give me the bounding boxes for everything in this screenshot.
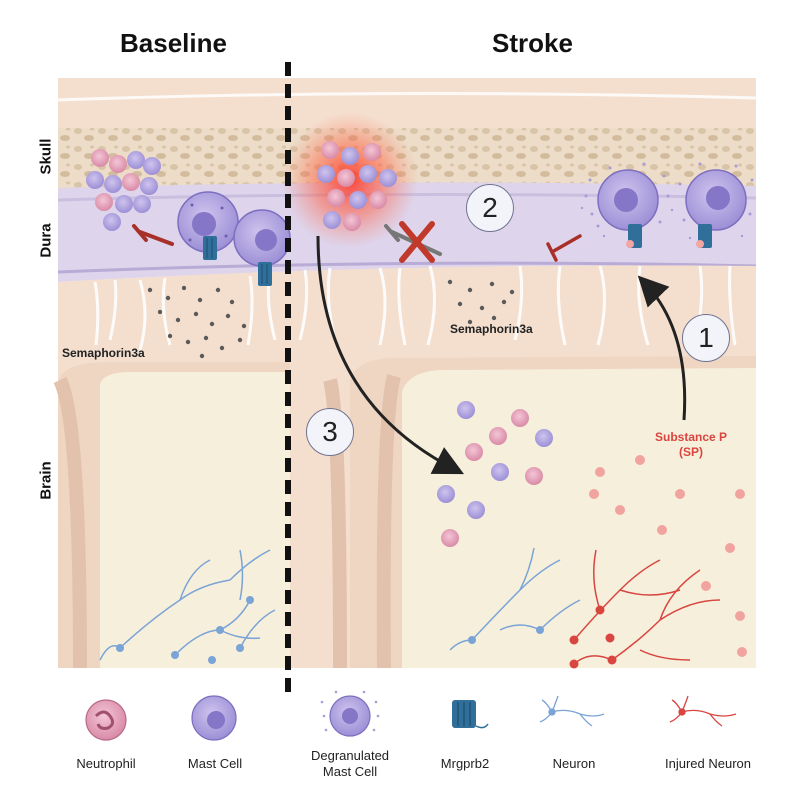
semaphorin-dots-right bbox=[447, 279, 515, 325]
stroke-healthy-neuron-bodies bbox=[468, 626, 544, 644]
legend-label-mrgprb2-line1: Mrgprb2 bbox=[440, 756, 490, 771]
neutrophil-icon bbox=[85, 699, 127, 741]
inhibition-symbol-baseline bbox=[132, 224, 174, 246]
legend-label-neuron-line1: Neuron bbox=[552, 756, 596, 771]
legend-label-injured-neuron: Injured Neuron bbox=[643, 756, 773, 772]
arrow-step-1 bbox=[637, 275, 687, 421]
degranulated-mast-cell-2 bbox=[678, 162, 754, 248]
step-3-badge: 3 bbox=[306, 408, 354, 456]
step-2-badge: 2 bbox=[466, 184, 514, 232]
legend-label-degranulated-line1: Degranulated bbox=[310, 748, 390, 763]
arachnoid-trabeculae bbox=[93, 265, 737, 351]
substance-p-label: Substance P (SP) bbox=[636, 430, 746, 460]
injured-neuron-icon bbox=[669, 695, 737, 727]
degranulated-mast-cell-icon bbox=[320, 690, 380, 737]
legend-label-degranulated-line2: Mast Cell bbox=[322, 764, 378, 779]
legend-label-neuron: Neuron bbox=[509, 756, 639, 772]
semaphorin-dots-left bbox=[147, 285, 247, 359]
legend-label-neutrophil-line1: Neutrophil bbox=[76, 756, 136, 771]
injured-neurons bbox=[573, 549, 721, 665]
mrgprb2-receptor-icon bbox=[452, 700, 489, 729]
legend-label-mrgprb2: Mrgprb2 bbox=[400, 756, 530, 772]
arrow-step-3 bbox=[316, 235, 465, 475]
inhibition-symbol-stroke bbox=[546, 234, 582, 262]
infiltrating-immune-cells bbox=[437, 401, 553, 547]
neuron-icon bbox=[539, 695, 605, 727]
semaphorin-label-baseline: Semaphorin3a bbox=[62, 346, 145, 360]
degranulated-mast-cell-1 bbox=[580, 162, 674, 248]
legend-label-mast-cell: Mast Cell bbox=[150, 756, 280, 772]
semaphorin-label-stroke: Semaphorin3a bbox=[450, 322, 533, 336]
baseline-mast-cell-1 bbox=[177, 191, 239, 260]
stroke-healthy-neurons bbox=[449, 547, 581, 651]
baseline-immune-cluster bbox=[86, 149, 161, 231]
step-1-badge: 1 bbox=[682, 314, 730, 362]
substance-p-label-line2: (SP) bbox=[679, 445, 703, 459]
legend-label-injured-neuron-line1: Injured Neuron bbox=[665, 756, 751, 771]
blocked-inhibition-symbol bbox=[384, 221, 442, 263]
substance-p-label-line1: Substance P bbox=[654, 430, 728, 444]
inflammation-glow bbox=[282, 112, 418, 248]
injured-neuron-bodies bbox=[569, 605, 617, 669]
legend-label-mast-cell-line1: Mast Cell bbox=[187, 756, 243, 771]
baseline-neuron-bodies bbox=[116, 596, 254, 664]
substance-p-particles bbox=[589, 455, 747, 657]
baseline-title: Baseline bbox=[120, 28, 227, 58]
legend-label-neutrophil: Neutrophil bbox=[41, 756, 171, 772]
mast-cell-icon bbox=[191, 695, 237, 741]
legend-label-degranulated-mast-cell: Degranulated Mast Cell bbox=[285, 748, 415, 780]
stroke-title: Stroke bbox=[492, 28, 573, 58]
